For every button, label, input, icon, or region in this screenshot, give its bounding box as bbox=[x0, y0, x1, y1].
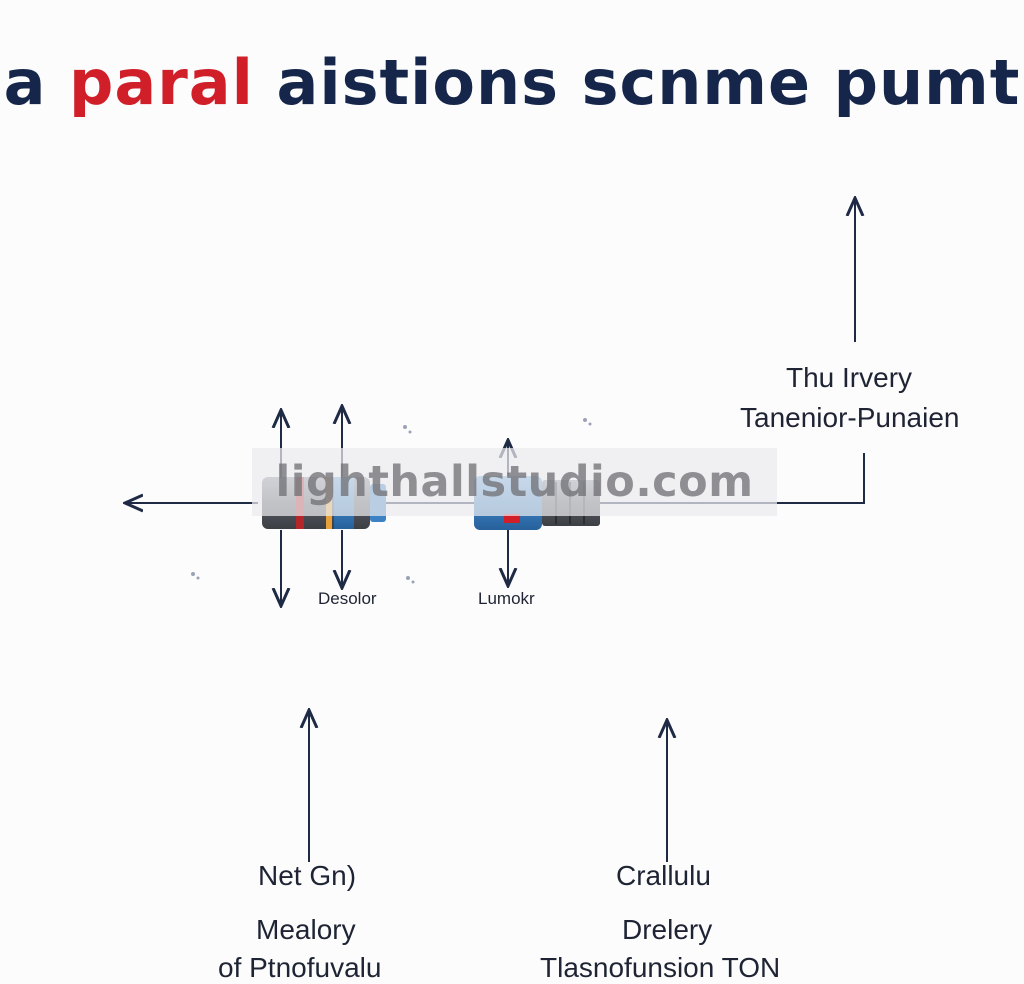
title-rest: aistions scnme pumt bbox=[276, 46, 1021, 119]
label-bottom-left-2: Mealory bbox=[256, 914, 356, 945]
label-bottom-right-1: Crallulu bbox=[616, 860, 711, 891]
label-component-2: Lumokr bbox=[478, 589, 535, 608]
title-word-paral: paral bbox=[69, 46, 254, 119]
label-bottom-right-3: Tlasnofunsion TON bbox=[540, 952, 781, 983]
label-bottom-left-1: Net Gn) bbox=[258, 860, 357, 891]
label-bottom-left-3: of Ptnofuvalu bbox=[218, 952, 382, 983]
title-word-a: a bbox=[3, 46, 47, 119]
decorative-specks bbox=[191, 418, 592, 584]
label-top-right-2: Tanenior-Punaien bbox=[740, 402, 960, 433]
watermark-banner: lighthallstudio.com bbox=[252, 448, 777, 516]
label-top-right-1: Thu Irvery bbox=[786, 362, 913, 393]
diagram-title: a paral aistions scnme pumt bbox=[0, 46, 1024, 119]
label-component-1: Desolor bbox=[318, 589, 377, 608]
label-bottom-right-2: Drelery bbox=[622, 914, 713, 945]
